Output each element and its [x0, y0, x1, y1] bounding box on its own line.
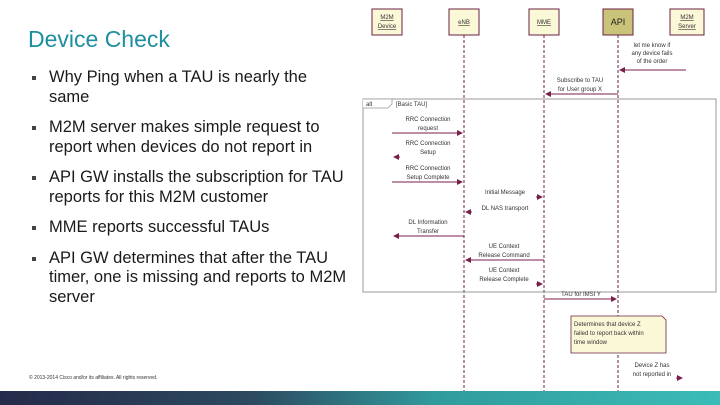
svg-text:time window: time window [574, 340, 608, 346]
svg-text:Release Complete: Release Complete [479, 277, 529, 283]
svg-text:Determines that device Z: Determines that device Z [574, 322, 641, 328]
svg-text:request: request [418, 126, 438, 132]
message-rrc-setup-complete: RRC Connection Setup Complete [392, 166, 463, 185]
participant-enb: eNB [448, 8, 480, 36]
svg-text:[Basic TAU]: [Basic TAU] [396, 102, 427, 108]
bullet-icon [32, 256, 36, 261]
svg-text:Server: Server [678, 24, 696, 30]
svg-text:TAU for IMSI Y: TAU for IMSI Y [561, 292, 601, 298]
bullet-icon [32, 76, 36, 80]
svg-text:Setup Complete: Setup Complete [406, 175, 450, 181]
participant-m2m-device: M2M Device [371, 8, 403, 36]
svg-text:failed to report back within: failed to report back within [574, 331, 644, 337]
svg-text:let me know if: let me know if [634, 43, 671, 49]
bullet-icon [32, 226, 36, 230]
message-rrc-request: RRC Connection request [392, 117, 463, 136]
bullet-item: API GW determines that after the TAU tim… [30, 249, 350, 308]
svg-text:UE Context: UE Context [489, 244, 520, 250]
note-determines-failure: Determines that device Z failed to repor… [570, 315, 667, 354]
alt-frame: alt [Basic TAU] [362, 98, 717, 293]
svg-text:DL NAS transport: DL NAS transport [482, 206, 529, 212]
svg-text:Initial Message: Initial Message [485, 190, 526, 196]
svg-text:RRC Connection: RRC Connection [405, 166, 450, 172]
svg-text:Release Command: Release Command [478, 253, 529, 259]
message-ue-release-command: UE Context Release Command [465, 244, 544, 263]
svg-text:RRC Connection: RRC Connection [405, 141, 450, 147]
message-device-not-reported: Device Z has not reported in [633, 363, 683, 381]
svg-text:MME: MME [537, 20, 551, 26]
bullet-item: M2M server makes simple request to repor… [30, 118, 350, 157]
bullet-item: API GW installs the subscription for TAU… [30, 168, 350, 207]
svg-text:Transfer: Transfer [417, 229, 439, 235]
svg-text:UE Context: UE Context [489, 268, 520, 274]
message-initial: Initial Message [485, 190, 543, 200]
message-ue-release-complete: UE Context Release Complete [479, 268, 543, 287]
svg-text:DL Information: DL Information [408, 220, 447, 226]
bullet-item: MME reports successful TAUs [30, 218, 350, 238]
message-let-me-know: let me know if any device fails of the o… [619, 43, 686, 73]
svg-text:Device Z has: Device Z has [634, 363, 669, 369]
message-dl-info-transfer: DL Information Transfer [393, 220, 464, 239]
bullet-icon [32, 126, 36, 130]
bullet-list: Why Ping when a TAU is nearly the same M… [30, 68, 350, 318]
svg-text:M2M: M2M [680, 15, 693, 21]
participant-m2m-server: M2M Server [669, 8, 705, 36]
footer-bar [0, 391, 720, 405]
message-tau-imsi: TAU for IMSI Y [544, 292, 617, 302]
svg-text:of the order: of the order [637, 59, 668, 65]
svg-text:not reported in: not reported in [633, 372, 672, 378]
svg-text:alt: alt [366, 102, 373, 108]
svg-text:Setup: Setup [420, 150, 436, 156]
participant-mme: MME [528, 8, 560, 36]
svg-text:eNB: eNB [458, 20, 470, 26]
svg-text:API: API [611, 17, 626, 27]
message-dl-nas-transport: DL NAS transport [465, 206, 529, 215]
svg-text:Subscribe to TAU: Subscribe to TAU [557, 78, 603, 84]
svg-text:M2M: M2M [380, 15, 393, 21]
copyright-text: © 2013-2014 Cisco and/or its affiliates.… [29, 375, 158, 381]
slide-title: Device Check [28, 26, 170, 52]
participant-api: API [602, 8, 634, 36]
message-subscribe-tau: Subscribe to TAU for User group X [545, 78, 618, 97]
svg-text:Device: Device [378, 24, 397, 30]
bullet-item: Why Ping when a TAU is nearly the same [30, 68, 350, 107]
svg-text:for User group X: for User group X [558, 87, 602, 93]
svg-text:any device fails: any device fails [631, 51, 672, 57]
svg-text:RRC Connection: RRC Connection [405, 117, 450, 123]
bullet-icon [32, 176, 36, 180]
message-rrc-setup: RRC Connection Setup [393, 141, 451, 160]
